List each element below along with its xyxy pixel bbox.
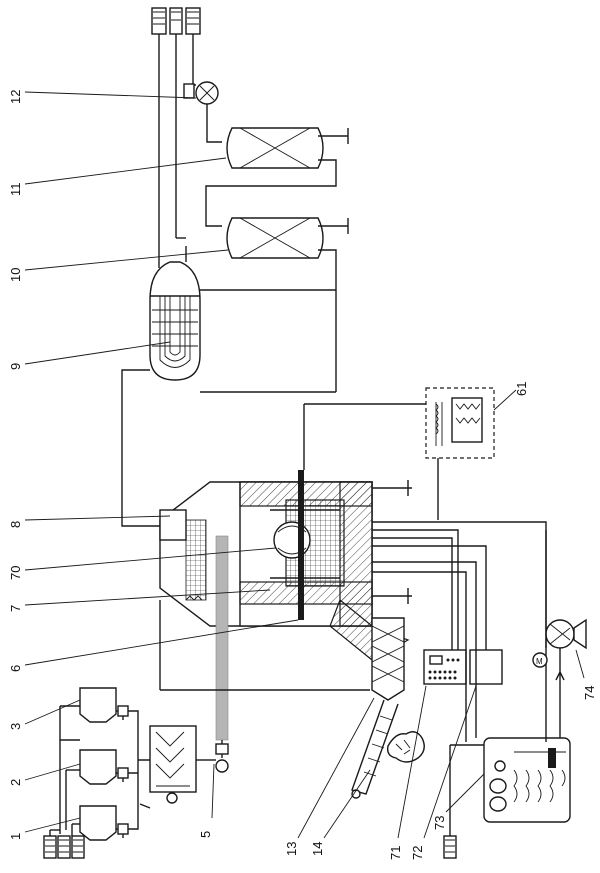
inlet-tag-1 [43,835,57,859]
label-7: 7 [8,605,23,612]
label-71: 71 [388,846,403,860]
motor-icon [166,792,178,804]
heater-tank-73 [372,521,571,859]
label-8: 8 [8,521,23,528]
label-72: 72 [410,846,425,860]
motor-icon [215,759,229,773]
condenser-9 [121,246,336,527]
label-70: 70 [8,566,23,580]
pump-icon: M [532,530,587,738]
valve-icon [117,705,129,717]
gas-outlet-tags [151,7,201,268]
label-6: 6 [8,665,23,672]
filter-8 [159,509,187,541]
hopper-3 [79,687,117,723]
heater-coil-icon [513,769,566,803]
callout-labels: 1 2 3 5 6 7 70 8 9 10 11 12 13 14 61 71 … [8,90,597,860]
label-12: 12 [8,90,23,104]
label-3: 3 [8,723,23,730]
mixer [128,710,206,830]
solid-residue [386,731,425,763]
label-11: 11 [8,183,23,197]
vessel-11 [205,127,349,227]
feed-rod-5 [206,535,229,773]
valve-icon [117,823,129,835]
svg-text:M: M [536,657,543,666]
label-13: 13 [284,842,299,856]
label-9: 9 [8,363,23,370]
hopper-2 [79,749,117,785]
heater-coil-icon [435,402,443,446]
screw-conveyor-14 [351,617,425,799]
controller-71 [372,529,467,685]
leader-lines [24,91,585,839]
motor-icon [532,652,548,668]
feed-hoppers [43,687,129,859]
vessel-10 [226,217,349,392]
power-supply-61 [303,387,495,520]
inlet-tag-3 [71,835,85,859]
label-14: 14 [310,842,325,856]
label-74: 74 [582,686,597,700]
valve-icon [117,767,129,779]
hopper-1 [79,805,117,841]
fan-icon [183,78,222,143]
label-73: 73 [432,816,447,830]
reactor [159,470,412,661]
inlet-tag-73 [443,835,457,859]
label-2: 2 [8,779,23,786]
label-1: 1 [8,833,23,840]
inlet-tag-2 [57,835,71,859]
label-5: 5 [198,831,213,838]
label-61: 61 [514,382,529,396]
label-10: 10 [8,268,23,282]
